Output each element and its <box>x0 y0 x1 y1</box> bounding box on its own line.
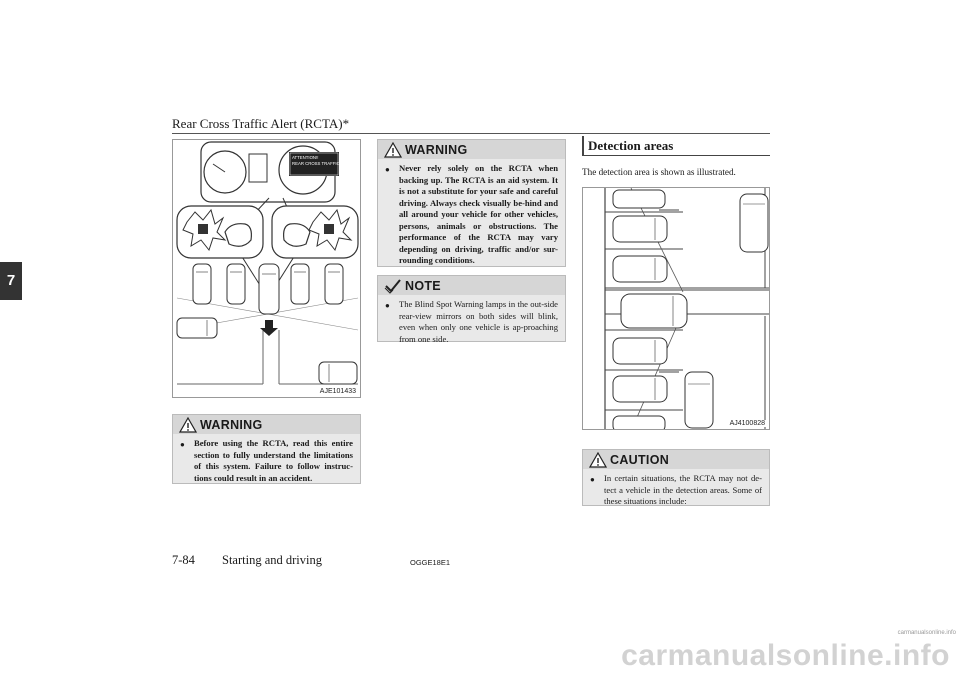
note-header: NOTE <box>378 276 565 295</box>
rcta-illustration: ATTENTION!! REAR CROSS TRAFFIC AJE101433 <box>172 139 361 398</box>
note-item: ● The Blind Spot Warning lamps in the ou… <box>385 299 558 345</box>
warning-item: ● Never rely solely on the RCTA when bac… <box>385 163 558 267</box>
figure2-label: AJ4100828 <box>728 420 766 427</box>
warning-header: WARNING <box>378 140 565 159</box>
page-header-title: Rear Cross Traffic Alert (RCTA)* <box>172 116 350 131</box>
section-heading: Detection areas <box>582 136 770 156</box>
warning-triangle-icon <box>179 416 197 433</box>
caution-item-text: In certain situations, the RCTA may not … <box>604 473 762 506</box>
header-rule <box>172 133 770 134</box>
warning-header: WARNING <box>173 415 360 434</box>
caution-item: ● In certain situations, the RCTA may no… <box>590 473 762 508</box>
warning-triangle-icon <box>384 141 402 158</box>
warning-title: WARNING <box>405 142 468 157</box>
detection-area-illustration: AJ4100828 <box>582 187 770 430</box>
note-box: NOTE ● The Blind Spot Warning lamps in t… <box>377 275 566 345</box>
corner-url: carmanualsonline.info <box>897 630 956 636</box>
bullet-icon: ● <box>180 440 185 449</box>
caution-title: CAUTION <box>610 452 670 467</box>
warning-item-text: Before using the RCTA, read this entire … <box>194 438 353 483</box>
caution-header: CAUTION <box>583 450 769 469</box>
note-item-text: The Blind Spot Warning lamps in the out-… <box>399 299 558 344</box>
note-checkmark-icon <box>384 278 401 294</box>
warning-box-2: WARNING ● Never rely solely on the RCTA … <box>377 139 566 267</box>
bullet-icon: ● <box>385 165 390 174</box>
figure1-label: AJE101433 <box>318 388 357 395</box>
footer-section: Starting and driving <box>222 553 322 567</box>
rcta-illustration-drawing <box>176 141 359 385</box>
warning-title: WARNING <box>200 417 263 432</box>
detection-area-drawing <box>604 188 769 429</box>
section-intro: The detection area is shown as illustrat… <box>582 167 736 177</box>
note-title: NOTE <box>405 278 441 293</box>
watermark: carmanualsonline.info <box>621 639 950 672</box>
chapter-number: 7 <box>6 272 16 289</box>
caution-triangle-icon <box>589 451 607 468</box>
bullet-icon: ● <box>590 475 595 484</box>
footer-code: OGGE18E1 <box>410 558 451 567</box>
warning-item: ● Before using the RCTA, read this entir… <box>180 438 353 484</box>
caution-box: CAUTION ● In certain situations, the RCT… <box>582 449 770 506</box>
warning-box-1: WARNING ● Before using the RCTA, read th… <box>172 414 361 484</box>
warning-item-text: Never rely solely on the RCTA when backi… <box>399 163 558 265</box>
bullet-icon: ● <box>385 301 390 310</box>
attention-display: ATTENTION!! REAR CROSS TRAFFIC <box>292 155 340 166</box>
page-number: 7-84 <box>172 553 195 567</box>
chapter-tab: 7 <box>0 262 22 300</box>
